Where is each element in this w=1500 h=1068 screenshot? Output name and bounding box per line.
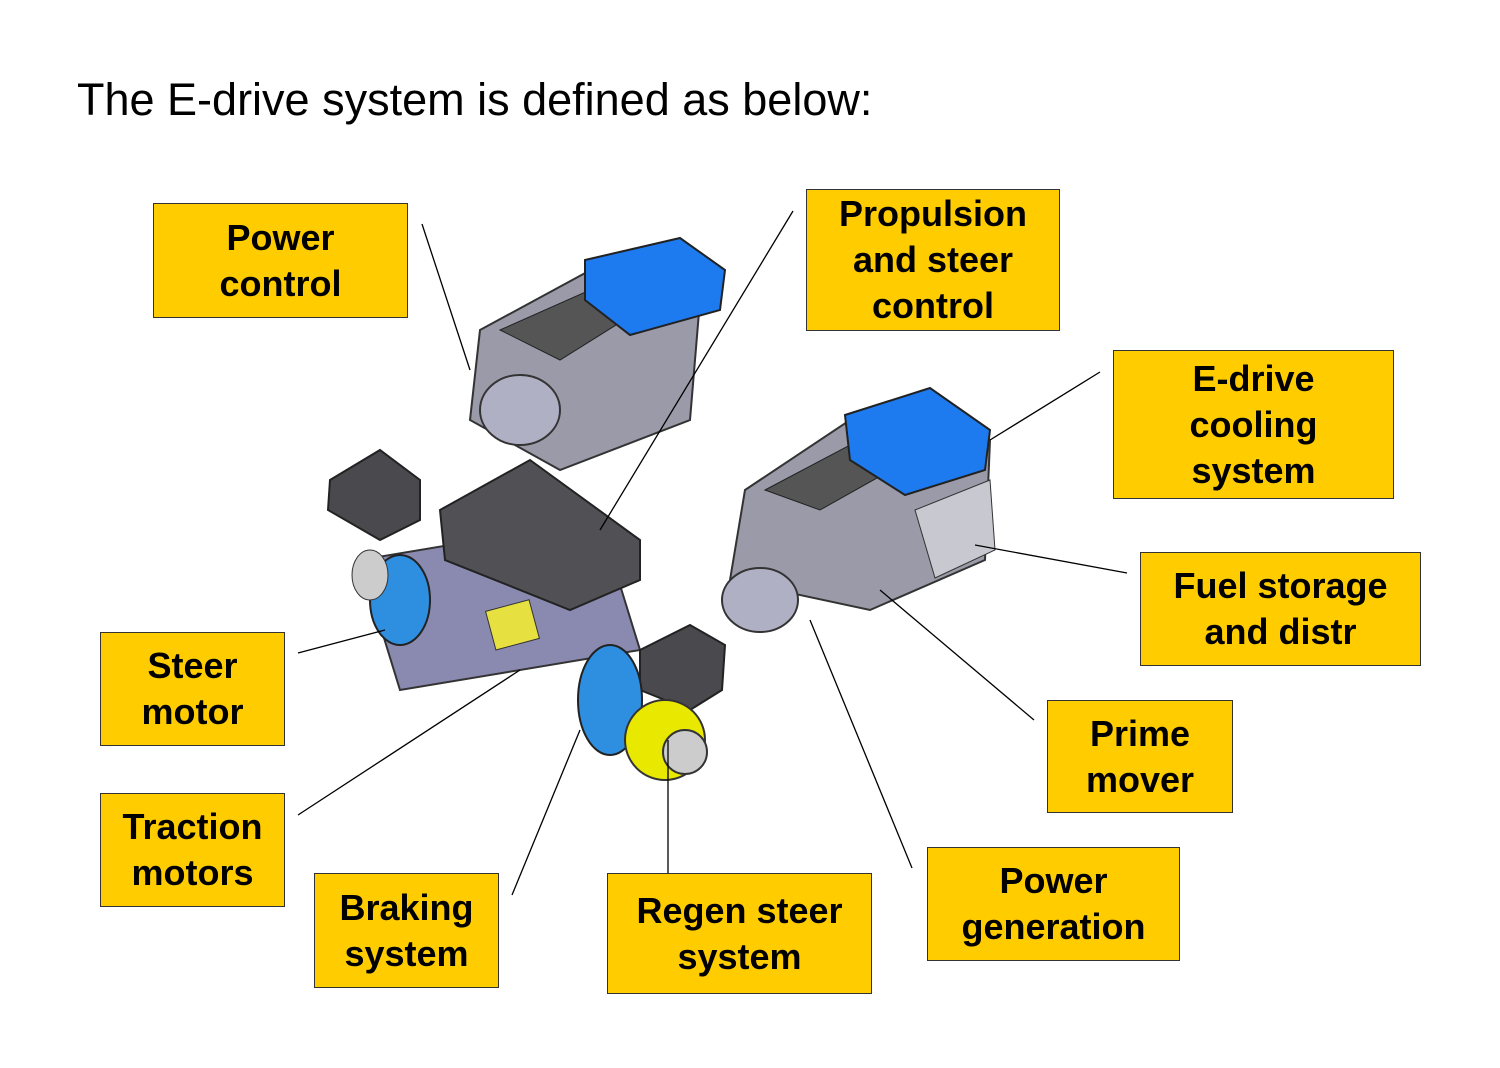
label-line: Regen steer: [636, 889, 843, 931]
leader-lines: [297, 210, 1128, 896]
label-propulsion-steer-control: Propulsion and steer control: [806, 189, 1060, 331]
label-line: mover: [1085, 758, 1195, 800]
label-line: Prime: [1089, 712, 1191, 754]
label-line: E-drive: [1192, 357, 1315, 399]
label-line: Braking: [339, 886, 474, 928]
label-line: system: [677, 935, 802, 977]
leader-prime-mover: [879, 589, 1035, 721]
label-line: Steer: [147, 645, 238, 686]
label-line: cooling: [1189, 403, 1318, 445]
label-line: motor: [141, 691, 244, 732]
leader-cooling: [989, 371, 1101, 441]
label-line: system: [344, 932, 469, 974]
label-line: and steer: [852, 239, 1014, 280]
label-line: Traction: [122, 806, 263, 847]
label-line: system: [1191, 449, 1316, 491]
leader-power-generation: [809, 619, 913, 869]
label-line: and distr: [1204, 611, 1357, 652]
label-line: motors: [131, 852, 254, 893]
label-line: Power: [226, 216, 335, 258]
label-power-generation: Power generation: [927, 847, 1180, 961]
label-line: Power: [999, 860, 1108, 901]
leader-traction: [297, 669, 521, 816]
leader-power-control: [421, 223, 471, 371]
label-line: generation: [961, 906, 1146, 947]
label-fuel-storage: Fuel storage and distr: [1140, 552, 1421, 666]
label-line: control: [872, 285, 994, 326]
drive-assembly-image: [326, 236, 996, 781]
label-line: Propulsion: [839, 193, 1027, 234]
leader-fuel: [974, 544, 1128, 574]
label-traction-motors: Traction motors: [100, 793, 285, 907]
leader-propulsion: [599, 210, 794, 531]
label-line: control: [219, 262, 342, 304]
leader-braking: [511, 729, 581, 896]
label-steer-motor: Steer motor: [100, 632, 285, 746]
page-title: The E-drive system is defined as below:: [77, 74, 873, 125]
leader-steer-motor: [297, 629, 386, 654]
label-line: Fuel storage: [1173, 565, 1388, 606]
